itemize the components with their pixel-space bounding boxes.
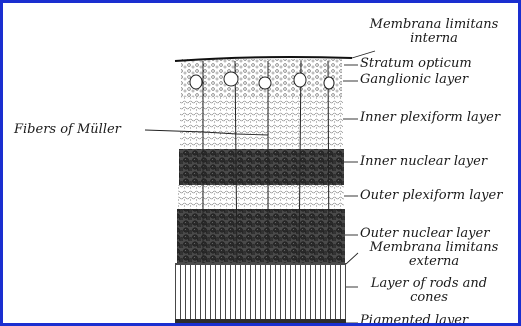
retina-section (175, 57, 352, 326)
label-pigmented-layer: Pigmented layer (360, 314, 468, 326)
label-inner-nuclear-layer: Inner nuclear layer (360, 155, 487, 169)
label-membrana-limitans-externa-line1: Membrana limitans (359, 241, 509, 255)
label-inner-plexiform-layer: Inner plexiform layer (360, 111, 500, 125)
label-membrana-limitans-interna: Membrana limitans interna (359, 18, 509, 46)
label-membrana-limitans-interna-line1: Membrana limitans (359, 18, 509, 32)
label-outer-plexiform-layer: Outer plexiform layer (360, 189, 502, 203)
leader-membrana-externa (346, 253, 358, 264)
label-layer-of-rods-and-cones-line2: cones (359, 291, 499, 305)
label-membrana-limitans-interna-line2: interna (359, 32, 509, 46)
label-layer-of-rods-and-cones-line1: Layer of rods and (359, 277, 499, 291)
label-fibers-of-muller: Fibers of Müller (14, 123, 121, 137)
label-outer-nuclear-layer: Outer nuclear layer (360, 227, 489, 241)
label-stratum-opticum: Stratum opticum (360, 57, 472, 71)
label-membrana-limitans-externa: Membrana limitans externa (359, 241, 509, 269)
label-ganglionic-layer: Ganglionic layer (360, 73, 468, 87)
label-membrana-limitans-externa-line2: externa (359, 255, 509, 269)
label-layer-of-rods-and-cones: Layer of rods and cones (359, 277, 499, 305)
